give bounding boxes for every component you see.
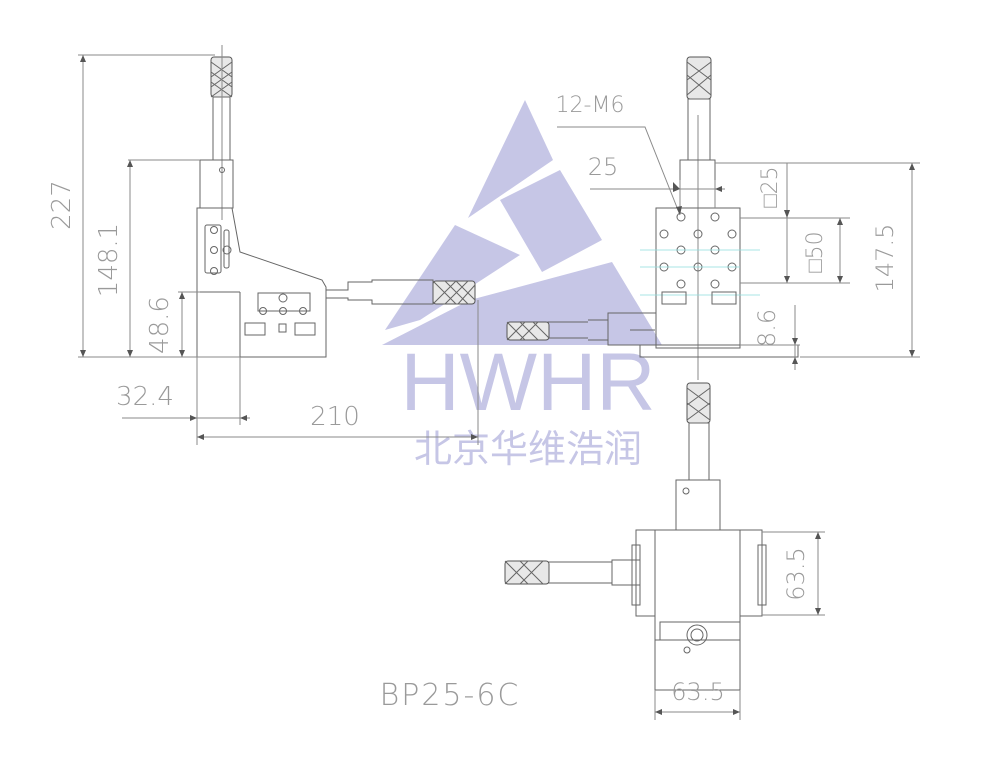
top-dimensions (654, 531, 825, 720)
mounting-hole (676, 279, 686, 289)
mounting-hole (659, 229, 669, 239)
mounting-hole (676, 212, 686, 222)
front-dimensions (557, 126, 920, 370)
dim-hole-callout: 12-M6 (556, 93, 625, 118)
dim-top-depth: 63.5 (782, 547, 810, 600)
model-label: BP25-6C (380, 678, 521, 713)
watermark-logo (382, 100, 662, 345)
dim-hole-spacing: 25 (588, 153, 619, 181)
front-view (506, 56, 799, 380)
dim-square-small: □25 (758, 166, 783, 207)
dim-base-height: 48.6 (145, 296, 175, 354)
watermark-brand: HWHR (400, 337, 655, 428)
watermark-company: 北京华维浩润 (414, 429, 642, 471)
dim-overall-length: 210 (310, 402, 360, 432)
dim-offset: 32.4 (116, 382, 174, 412)
mounting-hole (693, 229, 703, 239)
dim-platform-height: 148.1 (94, 223, 124, 297)
dim-front-height: 147.5 (871, 224, 899, 293)
dim-square-large: □50 (803, 231, 828, 272)
dim-base-thickness: 8.6 (753, 309, 781, 347)
dim-overall-height: 227 (47, 180, 77, 230)
dim-top-width: 63.5 (671, 678, 724, 706)
mounting-hole (710, 212, 720, 222)
mounting-hole (727, 229, 737, 239)
side-dimensions (78, 54, 479, 445)
side-view (196, 45, 476, 358)
top-view (504, 382, 767, 691)
mounting-hole (710, 279, 720, 289)
